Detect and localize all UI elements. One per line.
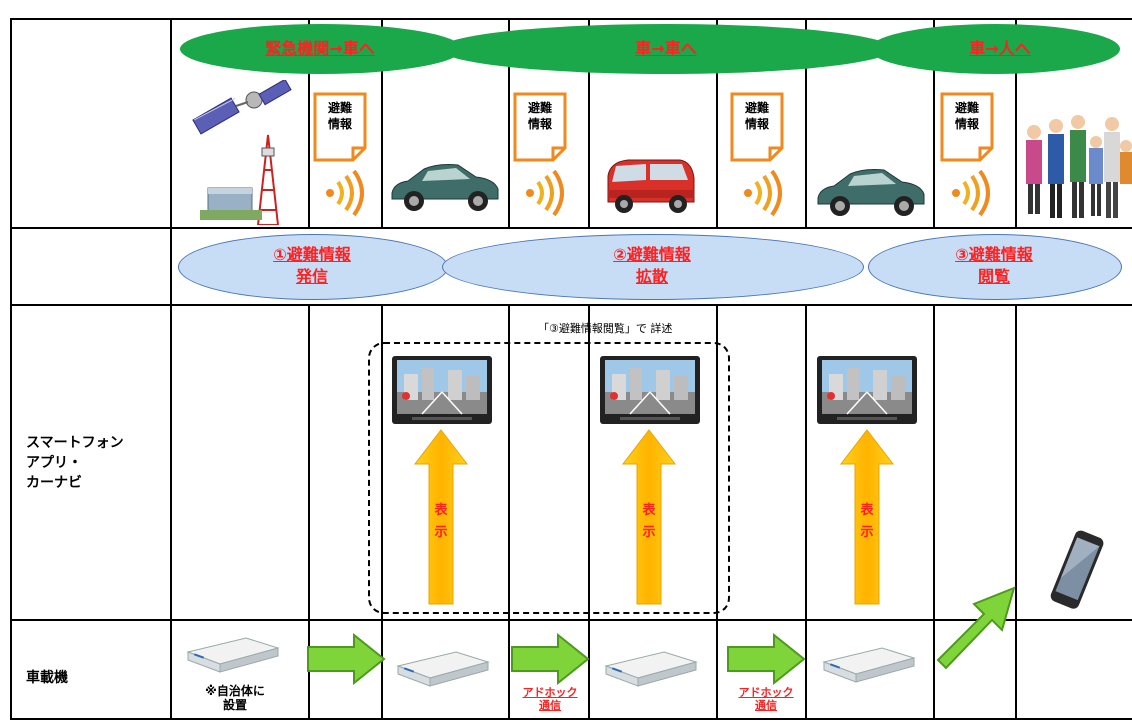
stage-3-label: ③避難情報閲覧	[955, 245, 1033, 286]
sedan-car-icon	[817, 169, 925, 216]
grid-col-c-top	[381, 18, 383, 227]
note-3-label: 避難情報	[744, 101, 769, 131]
note-1-label: 避難情報	[327, 101, 352, 131]
stage-1-label: ①避難情報発信	[273, 245, 351, 286]
in-vehicle-device-icon	[822, 647, 916, 683]
header-label-emergency: 緊急機関→車へ	[265, 39, 375, 58]
header-band-car-to-car	[440, 24, 892, 74]
display-label-1: 表示	[434, 503, 448, 540]
wireless-signal-icon	[744, 170, 782, 216]
car-navigation-screen-icon	[600, 356, 700, 424]
grid-col-b-bot	[308, 304, 310, 718]
grid-col-h-top	[933, 18, 935, 227]
in-vehicle-device-icon	[396, 651, 490, 687]
wireless-signal-icon	[526, 170, 564, 216]
grid-col-i-bot	[1015, 304, 1017, 718]
people-group-icon	[1026, 115, 1132, 218]
green-right-arrow-icon	[511, 633, 590, 685]
note-2-label: 避難情報	[527, 101, 552, 131]
grid-col-c-bot	[381, 304, 383, 718]
display-up-arrow-icon	[621, 429, 677, 605]
stage-1-ellipse	[178, 234, 448, 300]
stage-2-label: ②避難情報拡散	[613, 245, 691, 286]
header-label-car-to-car: 車→車へ	[635, 39, 697, 58]
grid-col-d-top	[508, 18, 510, 227]
grid-col-d-bot	[508, 304, 510, 718]
grid-top	[10, 18, 1132, 20]
display-label-3: 表示	[860, 503, 874, 540]
device-install-note: ※自治体に設置	[205, 684, 265, 712]
grid-col-e-bot	[588, 304, 590, 718]
in-vehicle-device-icon	[186, 637, 280, 673]
grid-bottom	[10, 718, 1132, 720]
grid-col-i-top	[1015, 18, 1017, 227]
grid-col-f-bot	[716, 304, 718, 718]
header-band-car-to-person	[870, 24, 1120, 74]
grid-left	[10, 18, 12, 718]
green-diagonal-arrow-icon	[936, 586, 1016, 670]
satellite-tower-icon	[192, 80, 292, 225]
grid-row3-bottom	[10, 619, 1132, 621]
wireless-signal-icon	[952, 170, 990, 216]
row-label-app: スマートフォン アプリ・ カーナビ	[26, 435, 124, 491]
row-label-device: 車載機	[26, 670, 68, 686]
green-right-arrow-icon	[727, 633, 806, 685]
grid-col-g-bot	[805, 304, 807, 718]
smartphone-icon	[1050, 530, 1104, 609]
dashed-note: 「③避難情報閲覧」で 詳述	[538, 322, 673, 335]
sedan-car-icon	[391, 164, 499, 211]
grid-col-g-top	[805, 18, 807, 227]
green-right-arrow-icon	[307, 633, 386, 685]
header-band-emergency	[180, 24, 462, 74]
grid-row2-bottom	[10, 304, 1132, 306]
adhoc-label-2: アドホック通信	[738, 686, 794, 712]
wireless-signal-icon	[326, 170, 364, 216]
stage-2-ellipse	[442, 234, 864, 300]
grid-col-a	[170, 18, 172, 718]
document-note-icon	[313, 92, 367, 162]
note-4-label: 避難情報	[954, 101, 979, 131]
grid-col-h-bot	[933, 304, 935, 718]
grid-row1-bottom	[10, 227, 1132, 229]
grid-col-e-top	[588, 18, 590, 227]
display-up-arrow-icon	[839, 429, 895, 605]
grid-col-f-top	[716, 18, 718, 227]
document-note-icon	[940, 92, 994, 162]
grid-col-b-top	[308, 18, 310, 227]
display-label-2: 表示	[642, 503, 656, 540]
stage-3-ellipse	[868, 234, 1122, 300]
car-navigation-screen-icon	[392, 356, 492, 424]
car-navigation-screen-icon	[817, 356, 917, 424]
minivan-car-icon	[607, 159, 695, 213]
dashed-region	[368, 342, 730, 614]
document-note-icon	[730, 92, 784, 162]
adhoc-label-1: アドホック通信	[522, 686, 578, 712]
document-note-icon	[513, 92, 567, 162]
display-up-arrow-icon	[413, 429, 469, 605]
header-label-car-to-person: 車→人へ	[969, 39, 1031, 58]
in-vehicle-device-icon	[604, 651, 698, 687]
